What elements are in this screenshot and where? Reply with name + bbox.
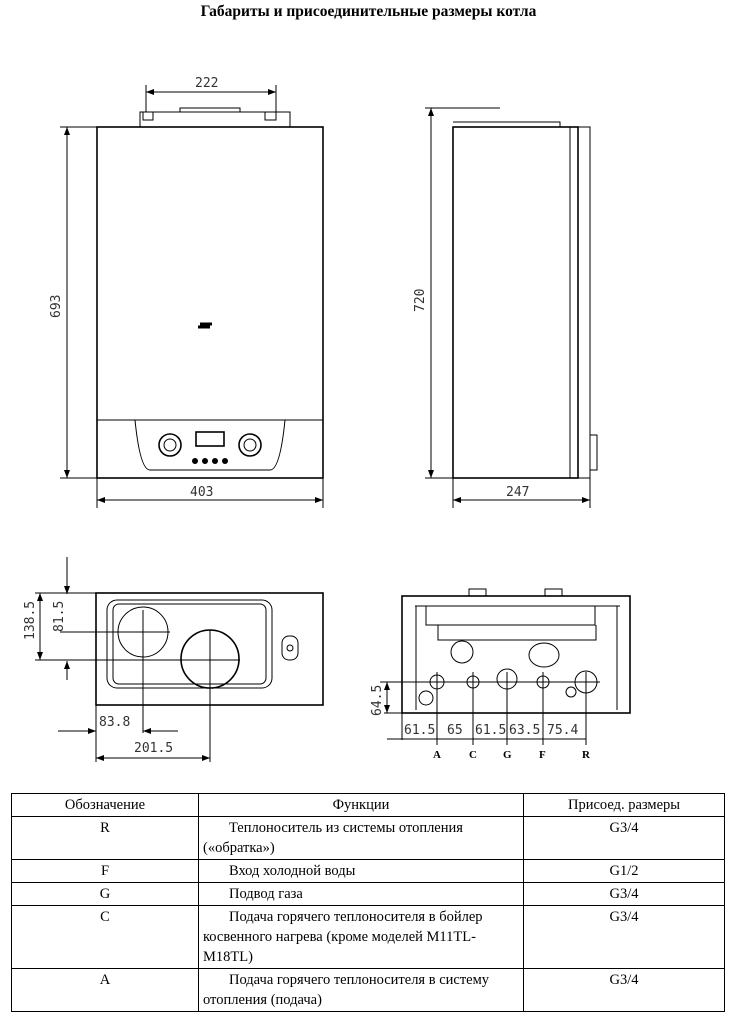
cell-size: G3/4 <box>523 816 725 860</box>
bottom-right-view: 64.5 61.5 65 61.5 63.5 75.4 A C G F R <box>370 588 631 761</box>
header-code: Обозначение <box>11 793 199 817</box>
drawings: 222 693 403 720 247 138.5 81.5 83.8 201.… <box>23 76 631 762</box>
spacing-5: 75.4 <box>547 723 578 738</box>
front-view: 222 693 403 <box>49 76 324 508</box>
cell-code: R <box>11 816 199 860</box>
table-header: Обозначение Функции Присоед. размеры <box>11 793 725 817</box>
spacing-3: 61.5 <box>475 723 506 738</box>
cell-function: Подвод газа <box>198 882 524 906</box>
cell-code: C <box>11 905 199 969</box>
dim-403: 403 <box>190 485 213 500</box>
dim-83-8: 83.8 <box>99 715 130 730</box>
cell-code: A <box>11 968 199 1012</box>
label-f: F <box>539 749 546 761</box>
page-title: Габариты и присоединительные размеры кот… <box>200 3 537 20</box>
cell-function: Подача горячего теплоносителя в бойлер к… <box>198 905 524 969</box>
cell-size: G1/2 <box>523 859 725 883</box>
cell-function: Вход холодной воды <box>198 859 524 883</box>
side-view: 720 247 <box>413 107 598 508</box>
dim-64-5: 64.5 <box>370 685 385 716</box>
dim-693: 693 <box>49 295 64 318</box>
cell-size: G3/4 <box>523 905 725 969</box>
spacing-4: 63.5 <box>509 723 540 738</box>
spacing-2: 65 <box>447 723 463 738</box>
spacing-1: 61.5 <box>404 723 435 738</box>
header-function: Функции <box>198 793 524 817</box>
dim-222: 222 <box>195 76 218 91</box>
bottom-left-view: 138.5 81.5 83.8 201.5 <box>23 557 324 762</box>
cell-function: Теплоноситель из системы отопления («обр… <box>198 816 524 860</box>
cell-function: Подача горячего теплоносителя в систему … <box>198 968 524 1012</box>
label-c: C <box>469 749 477 761</box>
dim-720: 720 <box>413 289 428 312</box>
cell-code: F <box>11 859 199 883</box>
header-size: Присоед. размеры <box>523 793 725 817</box>
dim-247: 247 <box>506 485 529 500</box>
dim-81-5: 81.5 <box>52 601 67 632</box>
cell-size: G3/4 <box>523 882 725 906</box>
dim-138-5: 138.5 <box>23 601 38 640</box>
label-g: G <box>503 749 512 761</box>
cell-code: G <box>11 882 199 906</box>
cell-size: G3/4 <box>523 968 725 1012</box>
dim-201-5: 201.5 <box>134 741 173 756</box>
label-a: A <box>433 749 441 761</box>
label-r: R <box>582 749 591 761</box>
